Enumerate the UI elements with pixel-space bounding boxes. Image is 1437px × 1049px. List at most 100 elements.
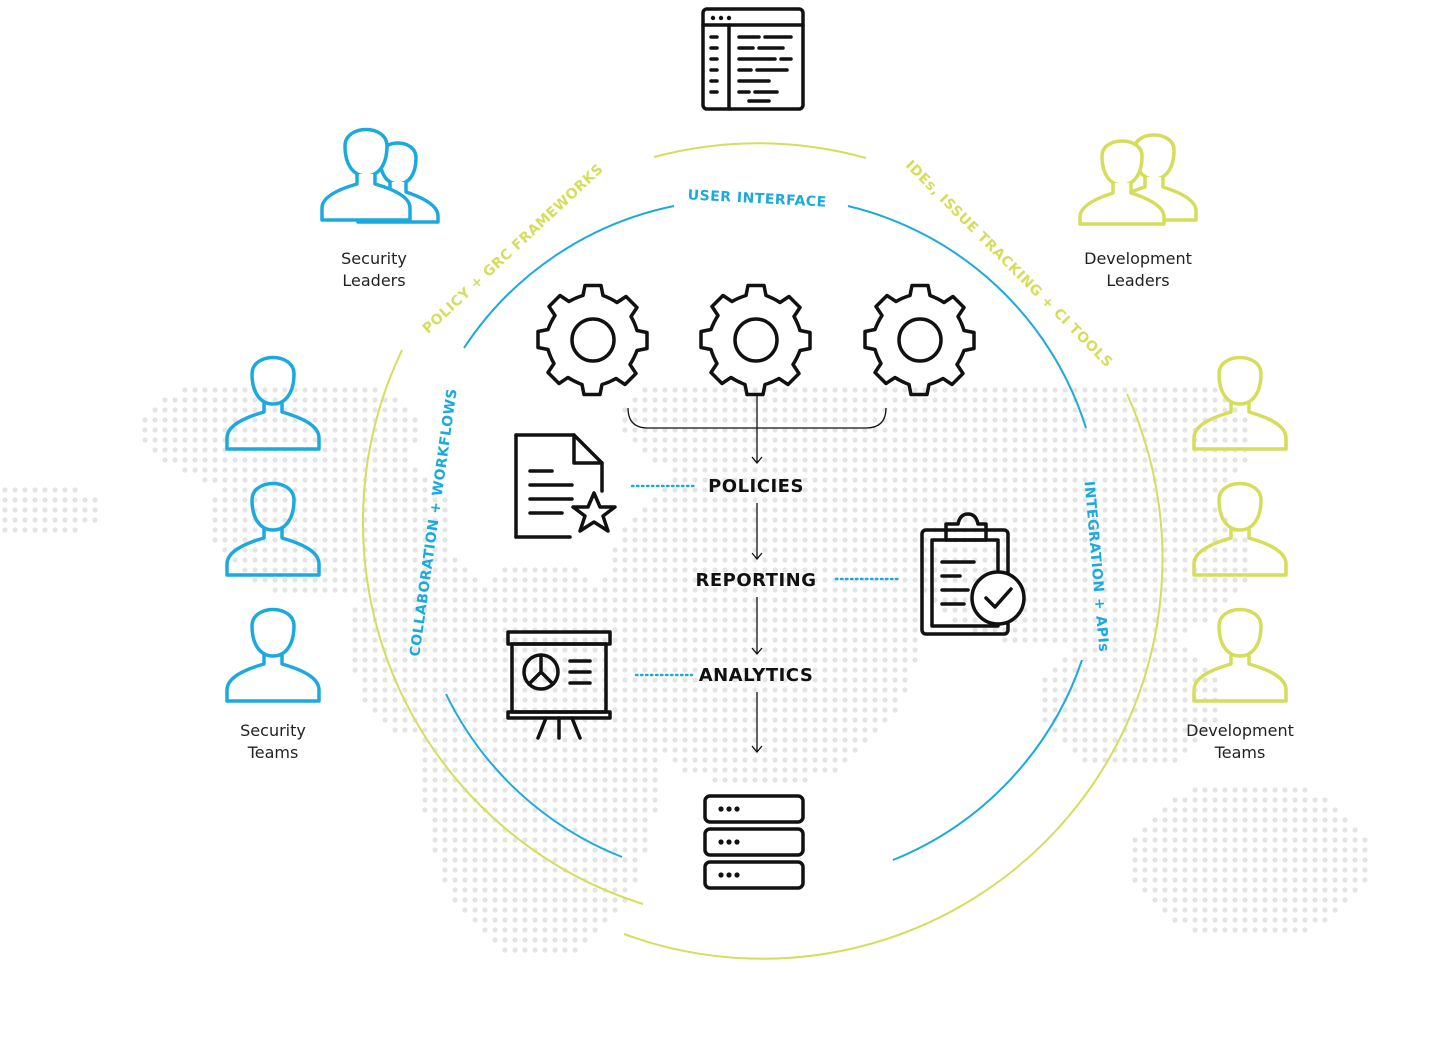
- map-dot: [772, 737, 778, 743]
- map-dot: [1172, 917, 1178, 923]
- map-dot: [1342, 817, 1348, 823]
- map-dot: [852, 737, 858, 743]
- map-dot: [642, 417, 648, 423]
- map-dot: [1142, 857, 1148, 863]
- map-dot: [742, 687, 748, 693]
- map-dot: [82, 507, 88, 513]
- map-dot: [572, 737, 578, 743]
- map-dot: [1212, 527, 1218, 533]
- map-dot: [652, 727, 658, 733]
- map-dot: [1142, 617, 1148, 623]
- map-dot: [912, 597, 918, 603]
- map-dot: [632, 417, 638, 423]
- map-dot: [622, 647, 628, 653]
- map-dot: [1122, 567, 1128, 573]
- map-dot: [632, 707, 638, 713]
- map-dot: [952, 497, 958, 503]
- map-dot: [882, 387, 888, 393]
- map-dot: [622, 737, 628, 743]
- map-dot: [902, 467, 908, 473]
- map-dot: [902, 607, 908, 613]
- map-dot: [702, 617, 708, 623]
- map-dot: [572, 597, 578, 603]
- map-dot: [1262, 857, 1268, 863]
- map-dot: [842, 407, 848, 413]
- map-dot: [742, 767, 748, 773]
- map-dot: [802, 397, 808, 403]
- map-dot: [522, 907, 528, 913]
- map-dot: [662, 647, 668, 653]
- map-dot: [552, 867, 558, 873]
- map-dot: [1182, 507, 1188, 513]
- map-dot: [192, 467, 198, 473]
- map-dot: [952, 477, 958, 483]
- map-dot: [352, 577, 358, 583]
- map-dot: [452, 787, 458, 793]
- map-dot: [162, 437, 168, 443]
- map-dot: [232, 487, 238, 493]
- map-dot: [902, 557, 908, 563]
- map-dot: [1222, 417, 1228, 423]
- map-dot: [1132, 517, 1138, 523]
- map-dot: [622, 797, 628, 803]
- map-dot: [212, 437, 218, 443]
- map-dot: [822, 407, 828, 413]
- map-dot: [832, 527, 838, 533]
- map-dot: [1102, 477, 1108, 483]
- map-dot: [1112, 577, 1118, 583]
- map-dot: [282, 587, 288, 593]
- map-dot: [682, 637, 688, 643]
- map-dot: [1252, 837, 1258, 843]
- map-dot: [922, 447, 928, 453]
- map-dot: [512, 837, 518, 843]
- map-dot: [422, 597, 428, 603]
- map-dot: [1062, 707, 1068, 713]
- map-dot: [602, 747, 608, 753]
- map-dot: [942, 607, 948, 613]
- map-dot: [222, 467, 228, 473]
- map-dot: [1312, 897, 1318, 903]
- map-dot: [1202, 667, 1208, 673]
- map-dot: [1182, 837, 1188, 843]
- map-dot: [742, 477, 748, 483]
- map-dot: [812, 737, 818, 743]
- map-dot: [372, 497, 378, 503]
- map-dot: [692, 597, 698, 603]
- map-dot: [172, 437, 178, 443]
- map-dot: [902, 437, 908, 443]
- map-dot: [1142, 877, 1148, 883]
- map-dot: [1182, 557, 1188, 563]
- map-dot: [782, 507, 788, 513]
- map-dot: [1242, 867, 1248, 873]
- map-dot: [1122, 477, 1128, 483]
- map-dot: [812, 387, 818, 393]
- map-dot: [1222, 787, 1228, 793]
- map-dot: [612, 877, 618, 883]
- map-dot: [752, 647, 758, 653]
- map-dot: [872, 507, 878, 513]
- map-dot: [1152, 647, 1158, 653]
- map-dot: [1012, 417, 1018, 423]
- map-dot: [1192, 737, 1198, 743]
- map-dot: [212, 447, 218, 453]
- map-dot: [1262, 787, 1268, 793]
- map-dot: [272, 427, 278, 433]
- map-dot: [452, 567, 458, 573]
- map-dot: [1322, 817, 1328, 823]
- map-dot: [822, 587, 828, 593]
- map-dot: [1112, 447, 1118, 453]
- map-dot: [702, 387, 708, 393]
- map-dot: [812, 647, 818, 653]
- map-dot: [1152, 597, 1158, 603]
- map-dot: [462, 777, 468, 783]
- map-dot: [332, 527, 338, 533]
- map-dot: [622, 667, 628, 673]
- map-dot: [732, 467, 738, 473]
- map-dot: [992, 397, 998, 403]
- map-dot: [1052, 487, 1058, 493]
- map-dot: [422, 617, 428, 623]
- map-dot: [732, 677, 738, 683]
- map-dot: [712, 507, 718, 513]
- map-dot: [692, 557, 698, 563]
- map-dot: [1332, 897, 1338, 903]
